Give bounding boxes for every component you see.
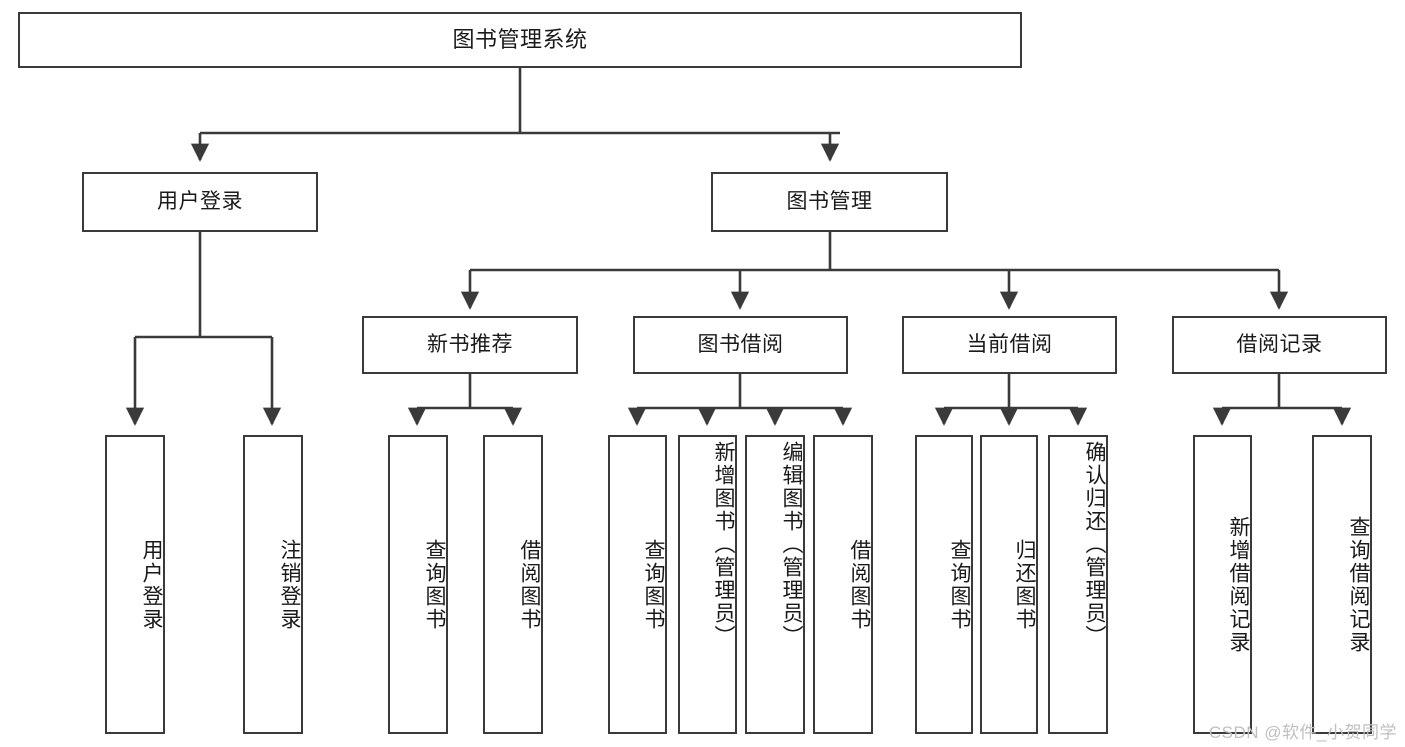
node-leaf-query-book-2-label: 查询图书 (642, 538, 665, 631)
node-leaf-return-book-label: 归还图书 (1013, 538, 1036, 631)
node-leaf-borrow-book-1-label: 借阅图书 (518, 538, 541, 631)
node-leaf-borrow-book-2[interactable]: 借阅图书 (813, 435, 873, 734)
node-leaf-add-record-label: 新增借阅记录 (1227, 515, 1250, 654)
node-leaf-query-record-label: 查询借阅记录 (1347, 515, 1370, 654)
node-leaf-query-book-3[interactable]: 查询图书 (915, 435, 973, 734)
node-leaf-borrow-book-2-label: 借阅图书 (848, 538, 871, 631)
node-leaf-return-book[interactable]: 归还图书 (980, 435, 1038, 734)
node-leaf-confirm-return-label: 确认归还（管理员） (1083, 441, 1106, 648)
node-book-management[interactable]: 图书管理 (711, 172, 948, 232)
node-leaf-query-book-1[interactable]: 查询图书 (388, 435, 448, 734)
node-leaf-add-record[interactable]: 新增借阅记录 (1193, 435, 1252, 734)
node-leaf-query-book-1-label: 查询图书 (423, 538, 446, 631)
node-leaf-logout-login[interactable]: 注销登录 (243, 435, 303, 734)
node-user-login-label: 用户登录 (157, 190, 243, 214)
node-borrow-record-label: 借阅记录 (1236, 333, 1323, 357)
node-root-label: 图书管理系统 (452, 26, 588, 52)
node-leaf-query-record[interactable]: 查询借阅记录 (1312, 435, 1372, 734)
watermark-text: CSDN @软件_小贺同学 (1208, 723, 1397, 742)
node-new-book-recommend-label: 新书推荐 (427, 333, 513, 357)
node-leaf-confirm-return[interactable]: 确认归还（管理员） (1048, 435, 1108, 734)
node-book-borrow[interactable]: 图书借阅 (633, 316, 848, 374)
node-leaf-add-book-label: 新增图书（管理员） (712, 441, 735, 648)
node-current-borrow-label: 当前借阅 (966, 333, 1053, 357)
node-borrow-record[interactable]: 借阅记录 (1172, 316, 1387, 374)
node-book-borrow-label: 图书借阅 (697, 333, 784, 357)
node-leaf-user-login[interactable]: 用户登录 (105, 435, 165, 734)
node-leaf-user-login-label: 用户登录 (140, 538, 163, 631)
node-user-login[interactable]: 用户登录 (82, 172, 318, 232)
node-leaf-edit-book[interactable]: 编辑图书（管理员） (745, 435, 805, 734)
node-leaf-query-book-2[interactable]: 查询图书 (608, 435, 667, 734)
node-leaf-logout-login-label: 注销登录 (278, 538, 301, 631)
node-root[interactable]: 图书管理系统 (18, 12, 1022, 68)
node-leaf-add-book[interactable]: 新增图书（管理员） (678, 435, 737, 734)
node-leaf-query-book-3-label: 查询图书 (948, 538, 971, 631)
node-leaf-borrow-book-1[interactable]: 借阅图书 (483, 435, 543, 734)
node-book-management-label: 图书管理 (786, 190, 873, 214)
node-new-book-recommend[interactable]: 新书推荐 (362, 316, 578, 374)
node-current-borrow[interactable]: 当前借阅 (902, 316, 1117, 374)
node-leaf-edit-book-label: 编辑图书（管理员） (780, 441, 803, 648)
